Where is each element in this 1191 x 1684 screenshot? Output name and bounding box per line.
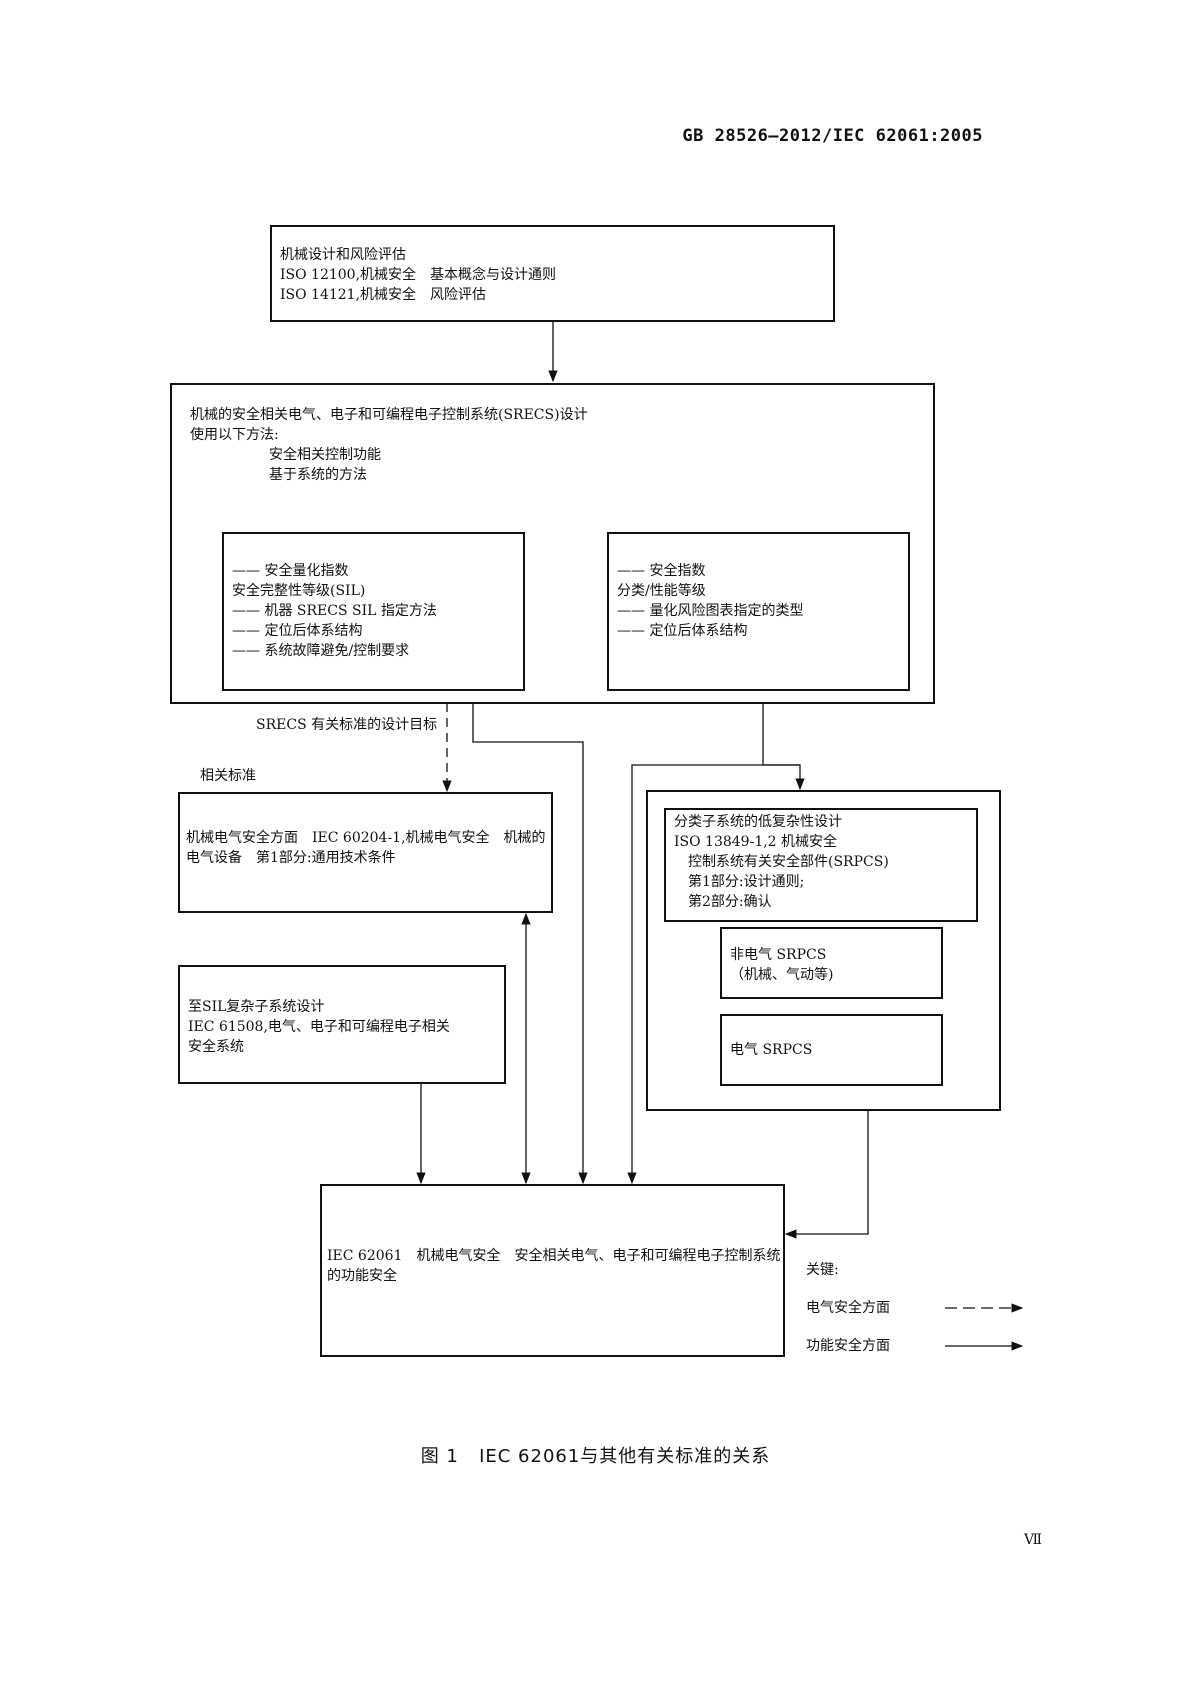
iec61508-line-2: IEC 61508,电气、电子和可编程电子相关 xyxy=(188,1019,450,1035)
non-electrical-line-1: 非电气 SRPCS xyxy=(730,947,827,963)
box-sil: —— 安全量化指数 安全完整性等级(SIL) —— 机器 SRECS SIL 指… xyxy=(222,532,525,691)
iso13849-sub-2: 第1部分:设计通则; xyxy=(688,874,805,890)
iec60204-line-1: 机械电气安全方面 IEC 60204-1,机械电气安全 机械的 xyxy=(186,830,546,846)
box-electrical-srpcs: 电气 SRPCS xyxy=(720,1014,943,1086)
srecs-method-2: 基于系统的方法 xyxy=(269,467,367,483)
figure-caption: 图 1 IEC 62061与其他有关标准的关系 xyxy=(0,1442,1191,1468)
figure-number: 图 1 xyxy=(420,1446,459,1467)
box-iso13849: 分类子系统的低复杂性设计 ISO 13849-1,2 机械安全 控制系统有关安全… xyxy=(664,808,978,922)
iso13849-sub-3: 第2部分:确认 xyxy=(688,894,772,910)
risk-line-2: ISO 12100,机械安全 基本概念与设计通则 xyxy=(280,267,557,283)
label-related-standards: 相关标准 xyxy=(200,768,256,784)
box-iec61508: 至SIL复杂子系统设计 IEC 61508,电气、电子和可编程电子相关 安全系统 xyxy=(178,965,506,1084)
srecs-line-2: 使用以下方法: xyxy=(190,427,279,443)
iec61508-line-1: 至SIL复杂子系统设计 xyxy=(188,999,325,1015)
box-iec62061: IEC 62061 机械电气安全 安全相关电气、电子和可编程电子控制系统 的功能… xyxy=(320,1184,785,1357)
figure-title: IEC 62061与其他有关标准的关系 xyxy=(479,1446,771,1467)
label-design-target: SRECS 有关标准的设计目标 xyxy=(256,717,438,733)
iec61508-line-3: 安全系统 xyxy=(188,1039,244,1055)
risk-line-1: 机械设计和风险评估 xyxy=(280,247,406,263)
iec62061-line-2: 的功能安全 xyxy=(327,1268,397,1284)
category-line-4: —— 定位后体系结构 xyxy=(617,623,748,639)
key-functional-label: 功能安全方面 xyxy=(806,1338,890,1354)
key-title: 关键: xyxy=(806,1262,839,1278)
box-risk-assessment: 机械设计和风险评估 ISO 12100,机械安全 基本概念与设计通则 ISO 1… xyxy=(270,225,835,322)
iso13849-sub-1: 控制系统有关安全部件(SRPCS) xyxy=(688,854,889,870)
iso13849-line-2: ISO 13849-1,2 机械安全 xyxy=(674,834,838,850)
sil-line-5: —— 系统故障避免/控制要求 xyxy=(232,643,410,659)
box-iec60204: 机械电气安全方面 IEC 60204-1,机械电气安全 机械的 电气设备 第1部… xyxy=(178,792,553,913)
srecs-method-1: 安全相关控制功能 xyxy=(269,447,381,463)
risk-line-3: ISO 14121,机械安全 风险评估 xyxy=(280,287,487,303)
sil-line-1: —— 安全量化指数 xyxy=(232,563,349,579)
arrow-srecs-to-iec62061 xyxy=(472,703,588,1185)
category-line-1: —— 安全指数 xyxy=(617,563,706,579)
arrow-srecs-to-iso13849 xyxy=(762,703,805,791)
sil-line-3: —— 机器 SRECS SIL 指定方法 xyxy=(232,603,437,619)
box-category: —— 安全指数 分类/性能等级 —— 量化风险图表指定的类型 —— 定位后体系结… xyxy=(607,532,910,691)
key-electrical-label: 电气安全方面 xyxy=(806,1300,890,1316)
sil-line-4: —— 定位后体系结构 xyxy=(232,623,363,639)
iec60204-line-2: 电气设备 第1部分:通用技术条件 xyxy=(186,850,396,866)
category-line-2: 分类/性能等级 xyxy=(617,583,706,599)
arrow-branch-to-iec62061 xyxy=(627,764,800,1185)
non-electrical-line-2: （机械、气动等) xyxy=(730,967,834,983)
iso13849-line-1: 分类子系统的低复杂性设计 xyxy=(674,814,842,830)
srecs-line-1: 机械的安全相关电气、电子和可编程电子控制系统(SRECS)设计 xyxy=(190,407,588,423)
sil-line-2: 安全完整性等级(SIL) xyxy=(232,583,366,599)
standard-code-header: GB 28526—2012/IEC 62061:2005 xyxy=(682,126,983,146)
page-number: Ⅶ xyxy=(1024,1532,1043,1548)
category-line-3: —— 量化风险图表指定的类型 xyxy=(617,603,804,619)
electrical-line-1: 电气 SRPCS xyxy=(730,1042,813,1058)
arrow-iso13849-to-iec62061 xyxy=(784,1111,869,1239)
box-non-electrical-srpcs: 非电气 SRPCS （机械、气动等) xyxy=(720,927,943,999)
iec62061-line-1: IEC 62061 机械电气安全 安全相关电气、电子和可编程电子控制系统 xyxy=(327,1248,781,1264)
